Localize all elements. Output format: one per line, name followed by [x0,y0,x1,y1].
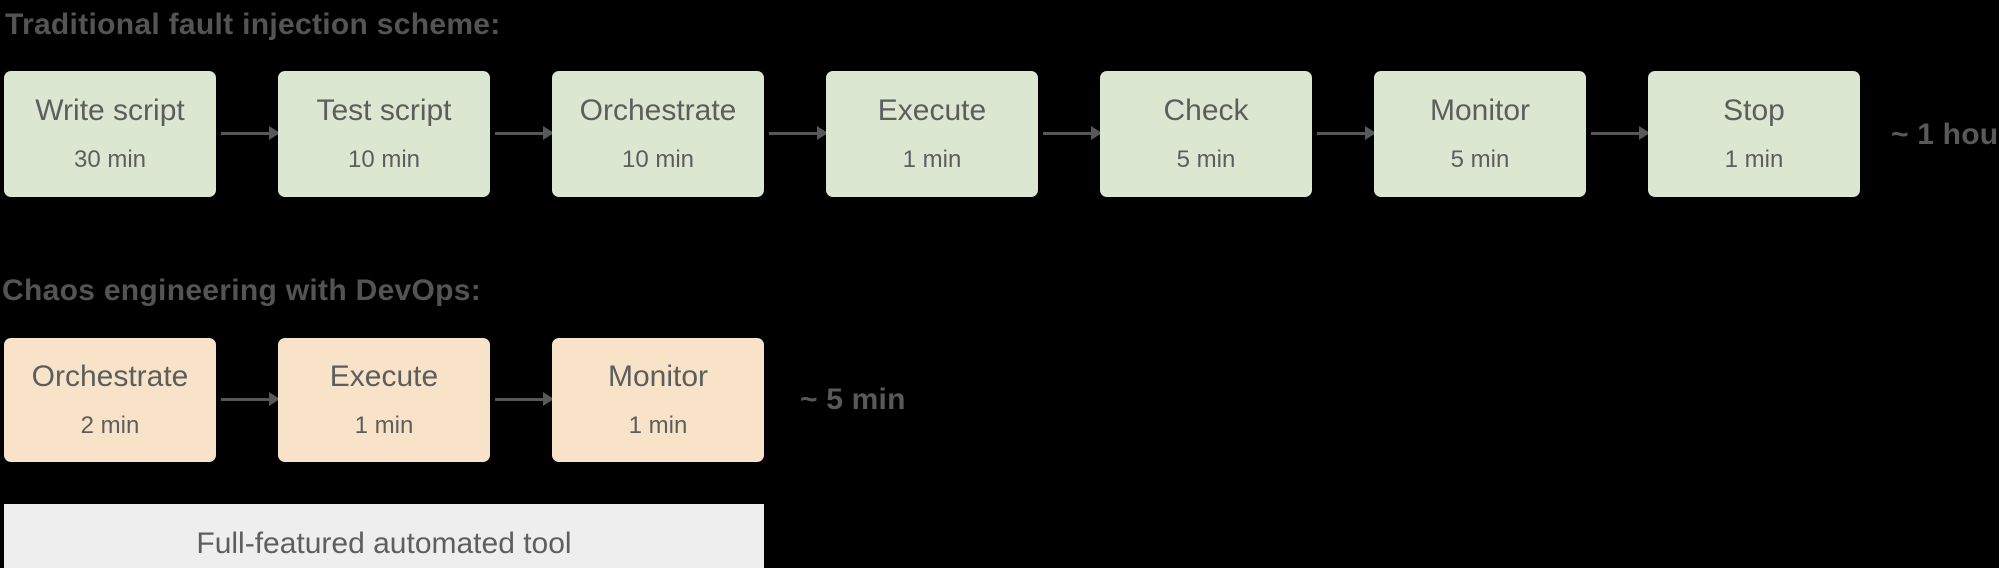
step-label: Monitor [607,360,709,393]
step-box-check: Check 5 min [1100,71,1312,197]
step-duration: 5 min [1176,146,1236,173]
step-duration: 1 min [1724,146,1784,173]
flow-arrow-icon [495,126,554,140]
step-duration: 10 min [347,146,421,173]
step-label: Execute [329,360,439,393]
step-box-stop: Stop 1 min [1648,71,1860,197]
step-duration: 1 min [902,146,962,173]
step-label: Execute [877,94,987,127]
flow-arrow-icon [1591,126,1650,140]
step-label: Stop [1723,94,1785,127]
flow-arrow-icon [1043,126,1102,140]
step-duration: 30 min [73,146,147,173]
step-label: Monitor [1429,94,1531,127]
flow-arrow-icon [769,126,828,140]
step-box-monitor: Monitor 5 min [1374,71,1586,197]
footer-bar: Full-featured automated tool [4,504,764,568]
step-box-monitor-chaos: Monitor 1 min [552,338,764,462]
step-label: Write script [35,94,185,127]
flow-arrow-icon [1317,126,1376,140]
step-label: Test script [316,94,452,127]
section-title-traditional: Traditional fault injection scheme: [5,8,501,41]
step-label: Check [1163,94,1249,127]
flow-arrow-icon [221,392,280,406]
total-time-label-traditional: ~ 1 hour [1891,118,1999,151]
step-box-execute-chaos: Execute 1 min [278,338,490,462]
step-label: Orchestrate [579,94,737,127]
step-duration: 1 min [354,412,414,439]
footer-label: Full-featured automated tool [196,527,572,560]
step-box-orchestrate: Orchestrate 10 min [552,71,764,197]
step-label: Orchestrate [31,360,189,393]
flow-arrow-icon [495,392,554,406]
step-box-test-script: Test script 10 min [278,71,490,197]
step-duration: 10 min [621,146,695,173]
step-box-write-script: Write script 30 min [4,71,216,197]
step-duration: 5 min [1450,146,1510,173]
step-duration: 1 min [628,412,688,439]
step-duration: 2 min [80,412,140,439]
section-title-chaos: Chaos engineering with DevOps: [2,274,482,307]
flow-arrow-icon [221,126,280,140]
total-time-label-chaos: ~ 5 min [800,383,906,416]
step-box-orchestrate-chaos: Orchestrate 2 min [4,338,216,462]
step-box-execute: Execute 1 min [826,71,1038,197]
